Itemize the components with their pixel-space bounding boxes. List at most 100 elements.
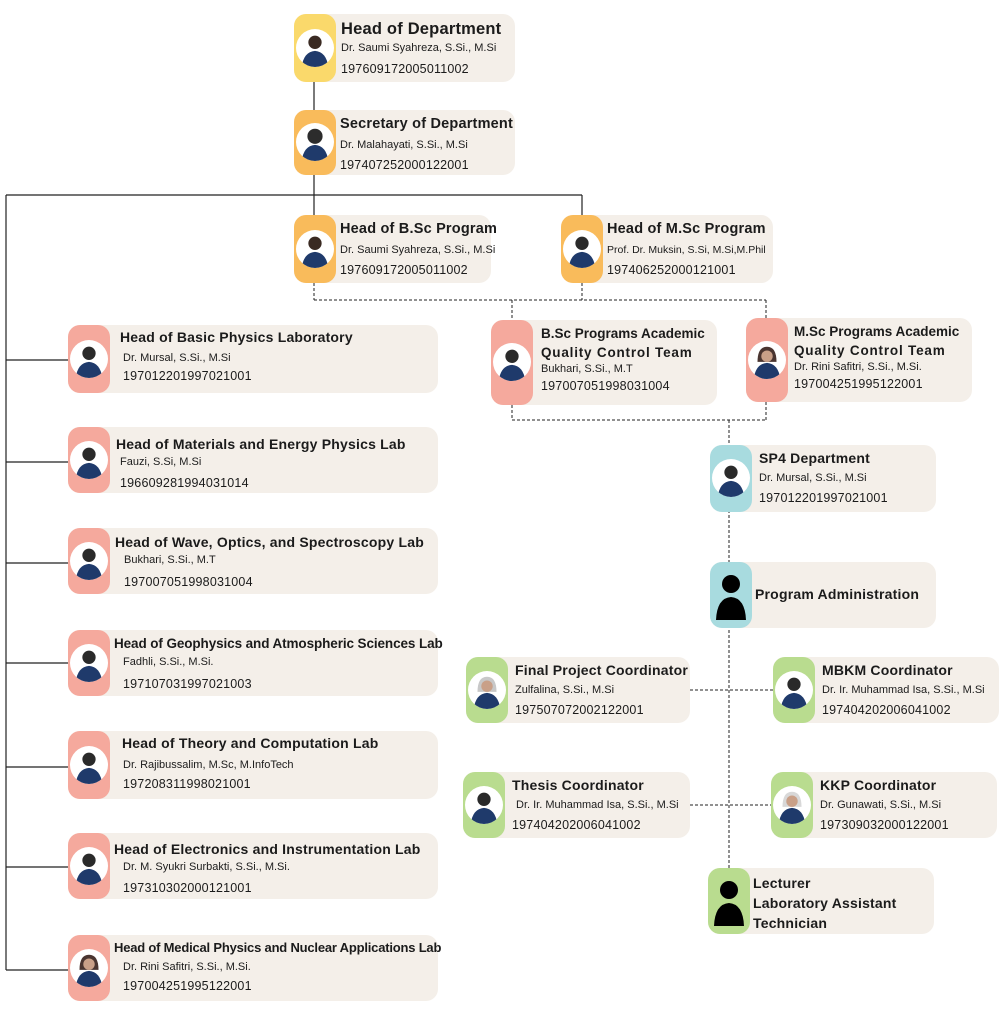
- person-name: Dr. Rajibussalim, M.Sc, M.InfoTech: [123, 759, 294, 771]
- program-administration-card: Program Administration: [710, 562, 936, 628]
- person-nip: 197004251995122001: [123, 979, 252, 993]
- person-nip: 197609172005011002: [340, 263, 468, 277]
- lecturer-assistant-technician-card: Lecturer Laboratory Assistant Technician: [708, 868, 934, 934]
- card-title: Thesis Coordinator: [512, 777, 644, 793]
- card-title: Head of Basic Physics Laboratory: [120, 329, 353, 345]
- bsc-quality-control-card: B.Sc Programs Academic Quality Control T…: [491, 320, 717, 405]
- person-nip: 197404202006041002: [822, 703, 951, 717]
- msc-quality-control-card: M.Sc Programs Academic Quality Control T…: [746, 318, 972, 402]
- card-title: SP4 Department: [759, 450, 870, 466]
- card-title: MBKM Coordinator: [822, 662, 953, 678]
- person-name: Fadhli, S.Si., M.Si.: [123, 656, 214, 668]
- person-photo: [468, 671, 506, 709]
- lab-head-card: Head of Geophysics and Atmospheric Scien…: [68, 630, 443, 696]
- person-name: Dr. Malahayati, S.Si., M.Si: [340, 139, 468, 151]
- person-photo: [748, 341, 786, 379]
- head-msc-card: Head of M.Sc Program Prof. Dr. Muksin, S…: [561, 215, 773, 283]
- card-title: Head of B.Sc Program: [340, 221, 498, 237]
- person-name: Dr. Ir. Muhammad Isa, S.Si., M.Si: [516, 799, 679, 811]
- card-title: Secretary of Department: [340, 116, 514, 132]
- person-photo: [296, 123, 334, 161]
- person-photo: [465, 786, 503, 824]
- person-photo: [70, 949, 108, 987]
- lab-head-card: Head of Basic Physics Laboratory Dr. Mur…: [68, 325, 438, 393]
- person-nip: 197208311998021001: [123, 777, 251, 791]
- person-nip: 197012201997021001: [759, 491, 888, 505]
- person-nip: 197404202006041002: [512, 818, 641, 832]
- person-nip: 197007051998031004: [124, 575, 253, 589]
- person-name: Bukhari, S.Si., M.T: [541, 363, 633, 375]
- person-photo: [70, 542, 108, 580]
- kkp-coordinator-card: KKP Coordinator Dr. Gunawati, S.Si., M.S…: [771, 772, 997, 838]
- person-name: Dr. Ir. Muhammad Isa, S.Si., M.Si: [822, 684, 985, 696]
- card-title: Head of Theory and Computation Lab: [122, 735, 379, 751]
- person-nip: 197406252000121001: [607, 263, 736, 277]
- person-name: Dr. Mursal, S.Si., M.Si: [123, 352, 231, 364]
- person-photo: [296, 230, 334, 268]
- lab-head-card: Head of Medical Physics and Nuclear Appl…: [68, 935, 442, 1001]
- person-name: Dr. Rini Safitri, S.Si., M.Si.: [123, 961, 251, 973]
- lab-head-card: Head of Wave, Optics, and Spectroscopy L…: [68, 528, 438, 594]
- person-nip: 197107031997021003: [123, 677, 252, 691]
- role-technician: Technician: [753, 915, 828, 931]
- person-photo: [296, 29, 334, 67]
- card-title: Head of Department: [341, 20, 502, 38]
- card-title: Head of Electronics and Instrumentation …: [114, 841, 421, 857]
- person-nip: 197004251995122001: [794, 377, 923, 391]
- person-name: Prof. Dr. Muksin, S.Si, M.Si,M.Phil: [607, 244, 766, 256]
- mbkm-coordinator-card: MBKM Coordinator Dr. Ir. Muhammad Isa, S…: [773, 657, 999, 723]
- person-nip: 197609172005011002: [341, 62, 469, 76]
- person-photo: [70, 441, 108, 479]
- card-title: Program Administration: [755, 586, 920, 602]
- card-title: Head of Geophysics and Atmospheric Scien…: [114, 636, 443, 651]
- person-photo: [773, 786, 811, 824]
- person-name: Bukhari, S.Si., M.T: [124, 554, 216, 566]
- person-name: Dr. Rini Safitri, S.Si., M.Si.: [794, 361, 922, 373]
- person-photo: [70, 847, 108, 885]
- person-name: Zulfalina, S.Si., M.Si: [515, 684, 615, 696]
- card-title: Final Project Coordinator: [515, 662, 689, 678]
- person-nip: 197507072002122001: [515, 703, 644, 717]
- card-title: Head of Wave, Optics, and Spectroscopy L…: [115, 534, 424, 550]
- card-title-line2: Quality Control Team: [794, 343, 946, 358]
- person-photo: [775, 671, 813, 709]
- person-silhouette-icon: [712, 878, 746, 926]
- person-nip: 197310302000121001: [123, 881, 252, 895]
- role-lecturer: Lecturer: [753, 875, 811, 891]
- person-photo: [70, 340, 108, 378]
- sp4-department-card: SP4 Department Dr. Mursal, S.Si., M.Si 1…: [710, 445, 936, 512]
- secretary-card: Secretary of Department Dr. Malahayati, …: [294, 110, 515, 175]
- person-nip: 197407252000122001: [340, 158, 469, 172]
- person-silhouette-icon: [714, 572, 748, 620]
- card-title-line1: B.Sc Programs Academic: [541, 326, 705, 341]
- person-photo: [493, 343, 531, 381]
- role-laboratory-assistant: Laboratory Assistant: [753, 895, 897, 911]
- card-title: Head of Materials and Energy Physics Lab: [116, 436, 406, 452]
- person-photo: [70, 746, 108, 784]
- card-title: Head of Medical Physics and Nuclear Appl…: [114, 940, 442, 955]
- person-photo: [712, 459, 750, 497]
- person-photo: [563, 230, 601, 268]
- card-title: KKP Coordinator: [820, 777, 937, 793]
- person-photo: [70, 644, 108, 682]
- person-name: Dr. Gunawati, S.Si., M.Si: [820, 799, 942, 811]
- final-project-coordinator-card: Final Project Coordinator Zulfalina, S.S…: [466, 657, 690, 723]
- card-title-line2: Quality Control Team: [541, 345, 693, 360]
- person-nip: 197309032000122001: [820, 818, 949, 832]
- card-title: Head of M.Sc Program: [607, 221, 766, 237]
- person-nip: 197012201997021001: [123, 369, 252, 383]
- lab-head-card: Head of Theory and Computation Lab Dr. R…: [68, 731, 438, 799]
- lab-head-card: Head of Electronics and Instrumentation …: [68, 833, 438, 899]
- person-name: Dr. Saumi Syahreza, S.Si., M.Si: [340, 244, 496, 256]
- person-name: Fauzi, S.Si, M.Si: [120, 456, 202, 468]
- head-of-department-card: Head of Department Dr. Saumi Syahreza, S…: [294, 14, 515, 82]
- lab-head-card: Head of Materials and Energy Physics Lab…: [68, 427, 438, 493]
- thesis-coordinator-card: Thesis Coordinator Dr. Ir. Muhammad Isa,…: [463, 772, 690, 838]
- card-title-line1: M.Sc Programs Academic: [794, 324, 960, 339]
- person-nip: 196609281994031014: [120, 476, 249, 490]
- person-name: Dr. Mursal, S.Si., M.Si: [759, 472, 867, 484]
- person-nip: 197007051998031004: [541, 379, 670, 393]
- person-name: Dr. Saumi Syahreza, S.Si., M.Si: [341, 42, 497, 54]
- person-name: Dr. M. Syukri Surbakti, S.Si., M.Si.: [123, 861, 290, 873]
